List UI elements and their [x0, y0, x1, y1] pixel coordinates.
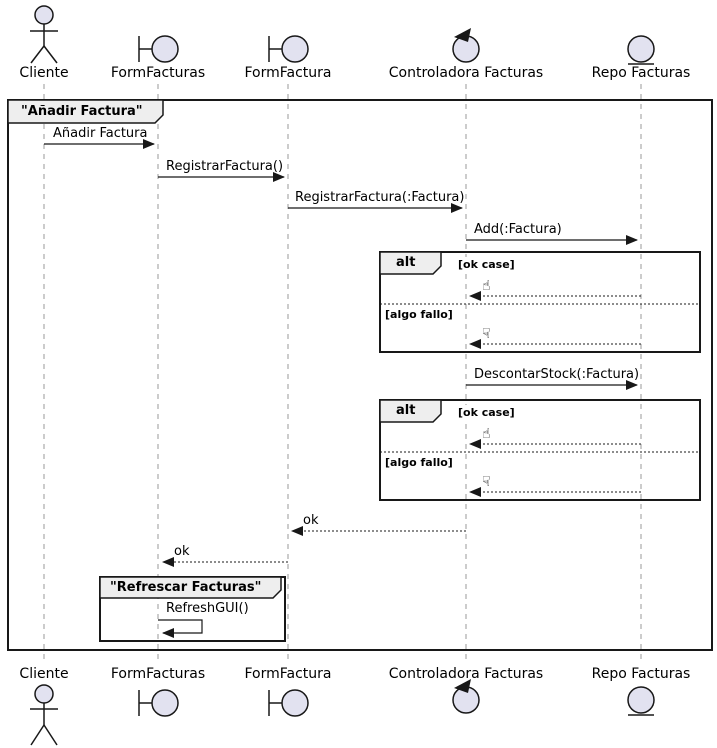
thumbs-down-icon-2: ☟	[482, 474, 491, 490]
boundary-icon-form-facturas-bottom	[138, 689, 179, 717]
entity-icon-bottom	[627, 686, 655, 716]
main-frame-title-tab	[7, 99, 164, 124]
thumbs-up-icon-2: ☝	[482, 426, 491, 442]
message-label-refresh-gui: RefreshGUI()	[166, 601, 249, 616]
entity-icon-top	[627, 35, 655, 65]
message-label-add-factura: Add(:Factura)	[474, 222, 562, 237]
participant-label-controladora-bottom: Controladora Facturas	[388, 666, 544, 682]
refresh-frame	[99, 576, 286, 642]
participant-icons-top	[30, 5, 655, 65]
message-label-registrar-factura-param: RegistrarFactura(:Factura)	[295, 190, 465, 205]
alt-frame-1	[379, 251, 701, 353]
boundary-icon-form-facturas-top	[138, 35, 179, 63]
guard-fail-1: [algo fallo]	[384, 307, 454, 323]
guard-ok-2: [ok case]	[457, 405, 516, 421]
participant-label-cliente-bottom: Cliente	[19, 666, 69, 682]
alt-frame-1-tab	[379, 251, 442, 275]
arrow-self-refresh-gui	[158, 619, 203, 638]
participant-icons-bottom	[30, 679, 655, 746]
message-label-registrar-factura: RegistrarFactura()	[166, 159, 284, 174]
main-frame-title: "Añadir Factura"	[21, 104, 143, 119]
participant-label-form-facturas-bottom: FormFacturas	[110, 666, 206, 682]
message-label-anadir-factura: Añadir Factura	[53, 126, 148, 141]
control-icon-top	[452, 28, 480, 63]
message-label-ok-2: ok	[174, 544, 190, 559]
participant-label-form-factura-top: FormFactura	[244, 65, 332, 81]
refresh-frame-title: "Refrescar Facturas"	[110, 580, 262, 595]
alt-frame-2-tab	[379, 399, 442, 423]
thumbs-up-icon-1: ☝	[482, 278, 491, 294]
participant-label-controladora-top: Controladora Facturas	[388, 65, 544, 81]
refresh-frame-title-tab	[99, 576, 282, 599]
message-label-descontar-stock: DescontarStock(:Factura)	[474, 367, 640, 382]
thumbs-down-icon-1: ☟	[482, 326, 491, 342]
guard-fail-2: [algo fallo]	[384, 455, 454, 471]
participant-label-cliente-top: Cliente	[19, 65, 69, 81]
lifelines	[43, 84, 642, 664]
message-label-ok-1: ok	[303, 513, 319, 528]
message-arrows	[44, 139, 638, 390]
boundary-icon-form-factura-bottom	[268, 689, 309, 717]
return-arrows	[162, 291, 641, 567]
control-icon-bottom	[452, 679, 480, 714]
participant-label-form-facturas-top: FormFacturas	[110, 65, 206, 81]
participant-label-repo-bottom: Repo Facturas	[591, 666, 691, 682]
main-frame-border	[7, 99, 713, 651]
actor-icon-top	[30, 5, 58, 64]
actor-icon-bottom	[30, 684, 58, 746]
participant-label-repo-top: Repo Facturas	[591, 65, 691, 81]
alt-operator-2: alt	[396, 403, 416, 418]
alt-frame-2	[379, 399, 701, 501]
guard-ok-1: [ok case]	[457, 257, 516, 273]
boundary-icon-form-factura-top	[268, 35, 309, 63]
alt-operator-1: alt	[396, 255, 416, 270]
participant-label-form-factura-bottom: FormFactura	[244, 666, 332, 682]
